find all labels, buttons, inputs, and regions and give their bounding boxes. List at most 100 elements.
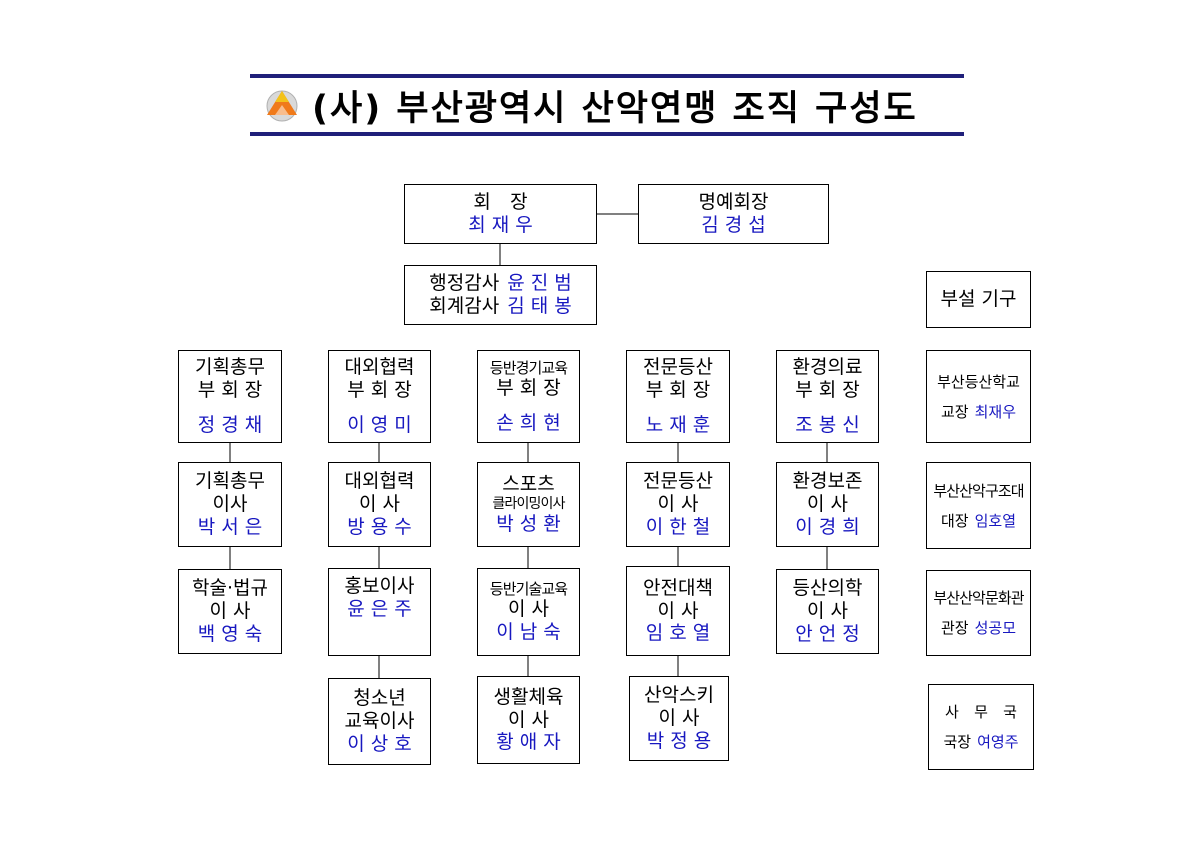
director-dept: 전문등산	[643, 470, 713, 493]
vice-president-box: 기획총무 부 회 장 정 경 채	[178, 350, 282, 443]
director-name: 박 서 은	[197, 515, 263, 538]
affiliated-org-box: 부산산악문화관 관장 성공모	[926, 570, 1031, 656]
director-box: 생활체육 이 사 황 애 자	[477, 676, 580, 764]
director-name: 이 남 숙	[496, 621, 561, 643]
director-box: 학술·법규 이 사 백 영 숙	[178, 569, 282, 654]
director-box: 환경보존 이 사 이 경 희	[776, 462, 879, 547]
affiliated-header: 부설 기구	[940, 288, 1017, 311]
auditor-row: 행정감사 윤 진 범	[429, 272, 571, 295]
affiliated-org-name: 부산산악문화관	[933, 589, 1024, 607]
director-title: 이 사	[657, 599, 699, 622]
director-name: 황 애 자	[496, 731, 561, 754]
director-dept: 대외협력	[344, 470, 415, 493]
director-title: 이 사	[508, 708, 549, 731]
director-title: 이 사	[359, 493, 400, 516]
vice-president-name: 손 희 현	[496, 411, 561, 434]
affiliated-header-box: 부설 기구	[926, 271, 1031, 328]
director-name: 안 언 정	[795, 622, 860, 645]
affiliated-head-role: 관장	[940, 619, 969, 637]
honorary-president-box: 명예회장 김 경 섭	[638, 184, 829, 244]
director-dept: 산악스키	[644, 684, 714, 707]
vice-president-title: 부 회 장	[347, 379, 412, 402]
affiliated-head-name: 임호열	[974, 511, 1016, 530]
director-dept: 기획총무	[195, 470, 265, 493]
affiliated-head-role: 국장	[943, 733, 972, 751]
director-dept: 등산의학	[792, 577, 863, 600]
page-title: (사) 부산광역시 산악연맹 조직 구성도	[312, 88, 918, 129]
director-dept: 생활체육	[493, 685, 564, 708]
director-dept: 안전대책	[643, 576, 713, 599]
title-bar: (사) 부산광역시 산악연맹 조직 구성도	[262, 78, 962, 132]
director-box: 기획총무 이사 박 서 은	[178, 462, 282, 547]
vice-president-dept: 환경의료	[792, 356, 863, 379]
auditor-name: 김 태 봉	[507, 295, 572, 317]
vice-president-dept: 전문등산	[643, 356, 713, 379]
auditor-name: 윤 진 범	[507, 272, 572, 295]
vice-president-name: 이 영 미	[347, 413, 412, 436]
auditor-role: 행정감사	[429, 272, 500, 295]
affiliated-org-name: 부산산악구조대	[933, 481, 1024, 500]
director-box: 대외협력 이 사 방 용 수	[328, 462, 431, 547]
affiliated-head-name: 최재우	[974, 402, 1016, 421]
affiliated-head-name: 여영주	[977, 733, 1019, 751]
affiliated-head-row: 국장 여영주	[943, 733, 1018, 751]
director-title: 이 사	[807, 600, 848, 623]
director-dept: 등반기술교육	[489, 580, 568, 599]
vice-president-dept: 기획총무	[195, 356, 265, 379]
vice-president-title: 부 회 장	[645, 379, 711, 402]
vice-president-box: 전문등산 부 회 장 노 재 훈	[626, 350, 730, 443]
director-title: 이 사	[657, 493, 699, 516]
director-name: 이 한 철	[645, 515, 711, 538]
affiliated-head-row: 교장 최재우	[941, 403, 1016, 421]
director-dept: 홍보이사	[344, 575, 415, 597]
director-title: 이 사	[508, 598, 549, 621]
mountain-emblem-icon	[266, 90, 298, 122]
director-box: 안전대책 이 사 임 호 열	[626, 566, 730, 656]
director-name: 박 성 환	[496, 512, 561, 535]
director-box: 스포츠 클라이밍이사 박 성 환	[477, 462, 580, 547]
affiliated-org-box: 사 무 국 국장 여영주	[928, 684, 1034, 770]
vice-president-dept: 대외협력	[344, 356, 415, 379]
affiliated-org-box: 부산산악구조대 대장 임호열	[926, 462, 1031, 549]
director-dept: 환경보존	[792, 470, 863, 493]
director-title: 이 사	[658, 707, 700, 730]
director-name: 이 상 호	[347, 732, 412, 755]
title-rule-top	[250, 74, 964, 78]
president-box: 회 장 최 재 우	[404, 184, 597, 244]
director-name: 이 경 희	[795, 515, 860, 538]
director-box: 홍보이사 윤 은 주	[328, 568, 431, 656]
director-title: 이사	[212, 493, 248, 516]
affiliated-head-row: 관장 성공모	[941, 619, 1016, 637]
affiliated-org-name: 부산등산학교	[937, 372, 1020, 391]
director-name: 백 영 숙	[197, 622, 263, 645]
director-title: 클라이밍이사	[492, 496, 565, 513]
director-dept: 학술·법규	[192, 577, 268, 600]
vice-president-name: 정 경 채	[197, 413, 263, 436]
auditor-box: 행정감사 윤 진 범 회계감사 김 태 봉	[404, 265, 597, 325]
director-name: 박 정 용	[646, 729, 712, 752]
director-box: 산악스키 이 사 박 정 용	[629, 676, 729, 761]
vice-president-dept: 등반경기교육	[489, 358, 568, 377]
vice-president-box: 대외협력 부 회 장 이 영 미	[328, 350, 431, 443]
vice-president-box: 환경의료 부 회 장 조 봉 신	[776, 350, 879, 443]
director-title: 교육이사	[344, 710, 415, 733]
title-rule-bottom	[250, 132, 964, 136]
director-title: 이 사	[209, 600, 251, 623]
affiliated-org-box: 부산등산학교 교장 최재우	[926, 350, 1031, 443]
affiliated-head-role: 교장	[940, 402, 969, 421]
vice-president-name: 노 재 훈	[645, 413, 711, 436]
vice-president-title: 부 회 장	[197, 379, 263, 402]
auditor-row: 회계감사 김 태 봉	[429, 295, 571, 318]
director-box: 청소년 교육이사 이 상 호	[328, 678, 431, 765]
director-name: 윤 은 주	[347, 597, 412, 620]
director-dept: 청소년	[353, 687, 406, 710]
affiliated-head-role: 대장	[940, 511, 969, 530]
affiliated-head-name: 성공모	[974, 619, 1016, 637]
vice-president-title: 부 회 장	[795, 379, 860, 402]
director-box: 전문등산 이 사 이 한 철	[626, 462, 730, 547]
director-box: 등산의학 이 사 안 언 정	[776, 569, 879, 654]
director-name: 임 호 열	[645, 622, 711, 645]
auditor-role: 회계감사	[429, 295, 500, 317]
director-box: 등반기술교육 이 사 이 남 숙	[477, 568, 580, 656]
